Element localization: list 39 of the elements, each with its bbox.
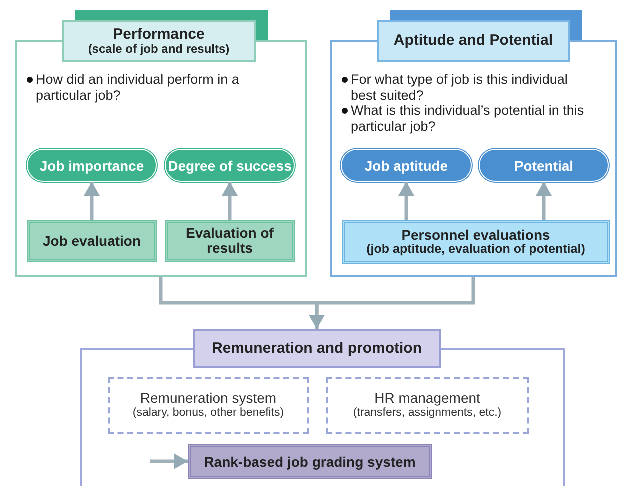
question-text: How did an individual perform in a particular job?	[36, 72, 240, 104]
panel-heading: Aptitude and Potential	[394, 33, 554, 49]
label-text: Job importance	[40, 158, 144, 174]
arrow	[398, 182, 414, 220]
grading-system-box	[188, 444, 432, 479]
result-pill	[27, 149, 157, 182]
arrow	[309, 277, 476, 329]
evaluation-box	[342, 220, 610, 264]
label-text: Rank-based job grading system	[204, 454, 416, 470]
panel-heading: Remuneration and promotion	[212, 340, 422, 356]
arrow	[222, 182, 238, 220]
question-text: What is this individual’s potential in this particular job?	[351, 103, 586, 134]
remuneration-panel	[80, 329, 565, 486]
box-title: Personnel evaluations	[402, 228, 550, 243]
label-text: Job aptitude	[364, 158, 448, 174]
result-pill	[479, 149, 609, 182]
aptitude-panel	[330, 10, 617, 277]
arrow	[536, 182, 552, 220]
arrow	[150, 454, 188, 470]
label-text: Degree of success	[168, 158, 292, 174]
evaluation-box	[27, 220, 157, 262]
arrow	[84, 182, 100, 220]
result-pill	[165, 149, 295, 182]
box-title: Remuneration system	[140, 390, 277, 407]
label-text: Potential	[514, 158, 574, 174]
result-pill	[341, 149, 472, 182]
box-subtitle: (salary, bonus, other benefits)	[132, 407, 284, 421]
box-subtitle: (job aptitude, evaluation of potential)	[366, 242, 586, 256]
evaluation-box	[165, 220, 295, 262]
system-box	[326, 377, 529, 434]
box-title: Evaluation of results	[185, 226, 275, 256]
question-text: For what type of job is this individual best suited?	[351, 72, 569, 104]
box-subtitle: (transfers, assignments, etc.)	[353, 407, 502, 421]
box-title: HR management	[374, 390, 480, 407]
box-title: Job evaluation	[42, 234, 142, 248]
performance-panel	[15, 10, 307, 277]
panel-heading: Performance	[113, 26, 205, 43]
panel-subheading: (scale of job and results)	[88, 42, 230, 56]
system-box	[108, 377, 309, 434]
